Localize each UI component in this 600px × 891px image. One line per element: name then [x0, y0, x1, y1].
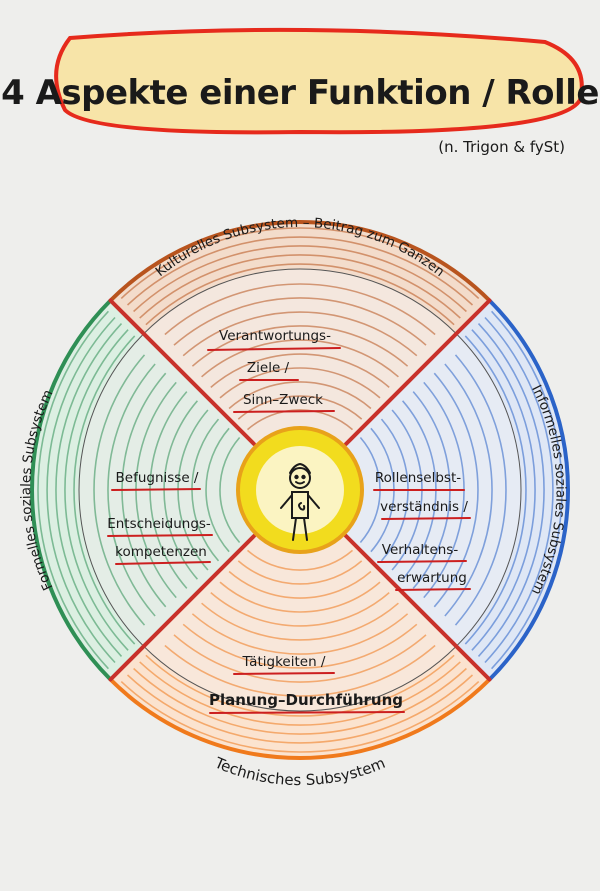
ring-stroke	[145, 654, 455, 717]
ring-stroke	[126, 236, 474, 306]
ring-stroke	[133, 245, 467, 313]
ring-bottom	[110, 646, 490, 758]
ring-stroke	[37, 310, 109, 670]
swirl-stroke	[444, 363, 493, 617]
right-underline-2	[381, 517, 471, 520]
ring-stroke	[464, 335, 527, 645]
left-line-1: Befugnisse /	[116, 470, 199, 486]
swirl-stroke	[246, 549, 354, 571]
swirl-stroke	[237, 395, 363, 420]
top-line-2: Ziele /	[247, 360, 290, 376]
swirl-stroke	[228, 570, 372, 599]
quadrant-bottom-text: Tätigkeiten / Planung–Durchführung	[209, 654, 405, 714]
edge-top	[109, 220, 491, 302]
right-underline-4	[395, 588, 471, 591]
ring-stroke	[139, 254, 461, 319]
left-line-2: Entscheidungs-	[107, 516, 211, 532]
ring-stroke	[145, 263, 455, 326]
swirl-stroke	[237, 560, 363, 585]
ring-inner-edge	[78, 268, 522, 712]
top-line-1: Verantwortungs-	[219, 328, 331, 344]
ring-top	[110, 222, 490, 334]
right-line-3: Verhaltens-	[382, 542, 459, 558]
ring-stroke	[73, 335, 136, 645]
ring-right	[456, 300, 568, 680]
right-line-2: verständnis /	[380, 499, 468, 515]
ring-stroke	[477, 323, 545, 657]
swirl-stroke	[228, 381, 372, 410]
right-underline-3	[377, 560, 467, 563]
left-line-3: kompetenzen	[115, 544, 207, 560]
ring-stroke	[120, 227, 480, 299]
swirl-stroke	[173, 297, 427, 346]
swirl-stroke	[191, 325, 409, 367]
swirl-stroke	[107, 363, 156, 617]
quadrant-left-text: Befugnisse / Entscheidungs- kompetenzen	[107, 470, 213, 565]
swirl-strokes	[37, 227, 563, 753]
left-underline-2	[107, 534, 213, 537]
swirl-stroke	[205, 427, 230, 553]
quadrant-dividers	[108, 298, 492, 682]
swirl-stroke	[210, 591, 390, 627]
quadrant-right-text: Rollenselbst- verständnis / Verhaltens- …	[373, 470, 471, 591]
sector-top	[143, 268, 457, 490]
swirl-stroke	[164, 283, 436, 336]
swirl-stroke	[219, 581, 381, 613]
ring-stroke	[55, 323, 123, 657]
ring-stroke	[64, 329, 129, 651]
bottom-line-1: Tätigkeiten /	[242, 654, 326, 670]
ring-left	[32, 300, 144, 680]
sector-bottom	[143, 490, 457, 712]
swirl-stroke	[246, 409, 354, 431]
swirl-stroke	[182, 623, 418, 669]
page-title: 4 Aspekte einer Funktion / Rolle	[1, 73, 599, 113]
bottom-underline-2	[209, 711, 405, 714]
ring-stroke	[139, 661, 461, 726]
left-underline-3	[115, 561, 211, 565]
swirl-stroke	[164, 644, 436, 697]
right-line-1: Rollenselbst-	[375, 470, 461, 486]
edge-right	[488, 299, 570, 681]
ring-stroke	[484, 316, 554, 664]
swirl-stroke	[191, 613, 409, 655]
swirl-stroke	[93, 354, 146, 626]
right-line-4: erwartung	[397, 570, 467, 586]
swirl-stroke	[219, 367, 381, 399]
swirl-stroke	[182, 311, 418, 357]
ring-stroke	[46, 316, 116, 664]
swirl-stroke	[173, 634, 427, 683]
quadrant-top-text: Verantwortungs- Ziele / Sinn–Zweck	[207, 328, 341, 413]
wheel	[30, 220, 570, 760]
top-line-3: Sinn–Zweck	[243, 392, 323, 408]
swirl-stroke	[210, 353, 390, 389]
swirl-stroke	[201, 602, 399, 641]
edge-left	[30, 299, 112, 681]
ring-stroke	[471, 329, 536, 651]
ring-stroke	[133, 667, 467, 735]
center-inner-glow	[256, 446, 344, 534]
top-underline-1	[207, 347, 341, 351]
top-underline-3	[233, 410, 335, 413]
stick-figure-icon	[280, 462, 320, 541]
swirl-stroke	[201, 339, 399, 378]
title-banner	[54, 27, 584, 135]
page-subtitle: (n. Trigon & fySt)	[438, 138, 565, 156]
swirl-stroke	[433, 372, 479, 608]
bottom-line-2: Planung–Durchführung	[209, 691, 403, 709]
swirl-stroke	[219, 436, 241, 544]
bottom-underline-1	[233, 672, 335, 675]
edge-bottom	[109, 678, 491, 760]
ring-stroke	[491, 310, 563, 670]
left-underline-1	[111, 488, 201, 491]
ring-stroke	[126, 674, 474, 744]
ring-stroke	[120, 681, 480, 753]
swirl-stroke	[454, 354, 507, 626]
